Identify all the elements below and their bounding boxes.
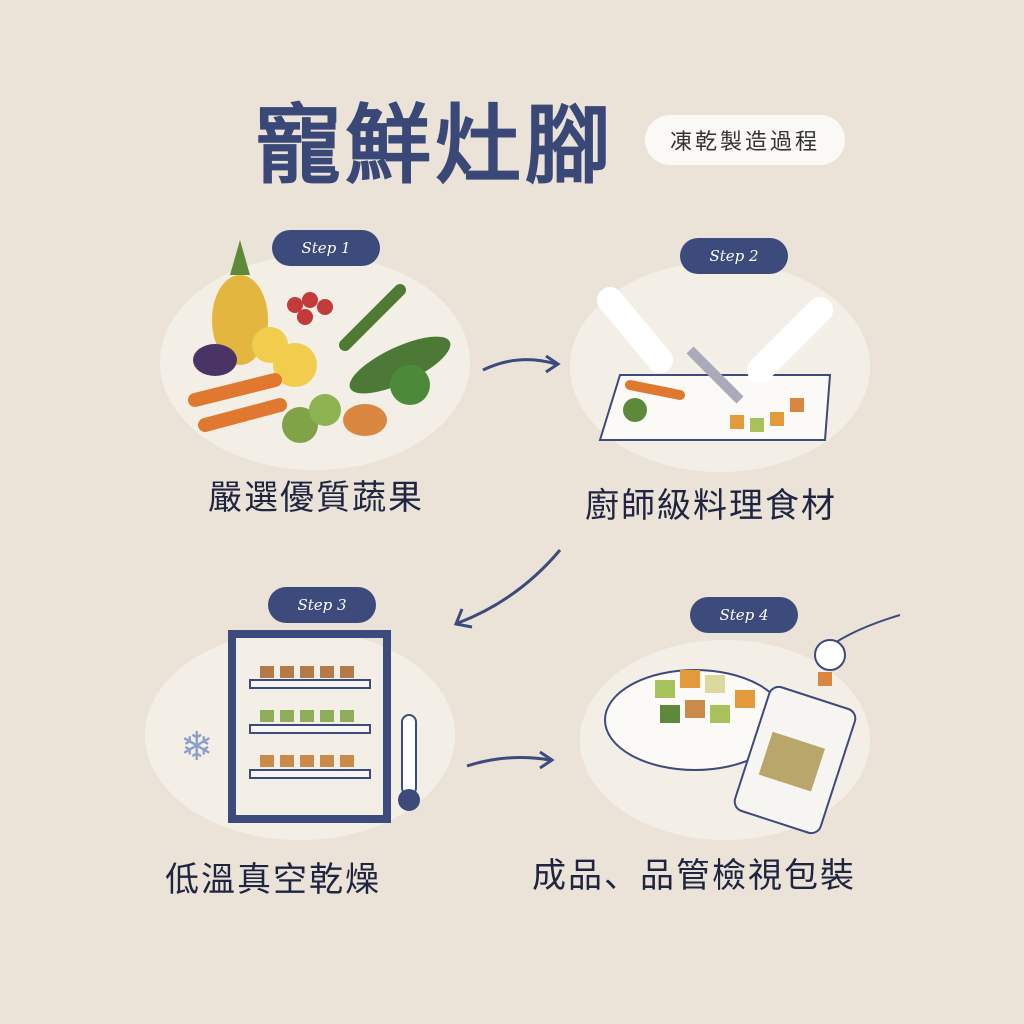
step-4-caption: 成品、品管檢視包裝 [532,856,856,896]
arrow-down-left-icon [453,549,562,629]
step-1-badge: Step 1 [272,230,380,266]
finished-product-illustration [604,614,901,835]
step-2-badge: Step 2 [680,238,788,274]
step-3-caption: 低溫真空乾燥 [165,860,381,900]
page-title: 寵鮮灶腳 [255,96,615,196]
step-4-badge: Step 4 [690,597,798,633]
svg-text:❄: ❄ [180,724,214,770]
vegetables-illustration [188,240,451,443]
subtitle-pill: 凍乾製造過程 [645,115,845,165]
chef-cutting-illustration [597,287,833,441]
step-1-caption: 嚴選優質蔬果 [208,478,424,518]
step-2-caption: 廚師級料理食材 [585,486,837,526]
step-3-badge: Step 3 [268,587,376,623]
freeze-dryer-illustration: ❄ [180,630,420,823]
arrow-right-icon [466,750,555,770]
arrow-right-icon [482,354,561,374]
